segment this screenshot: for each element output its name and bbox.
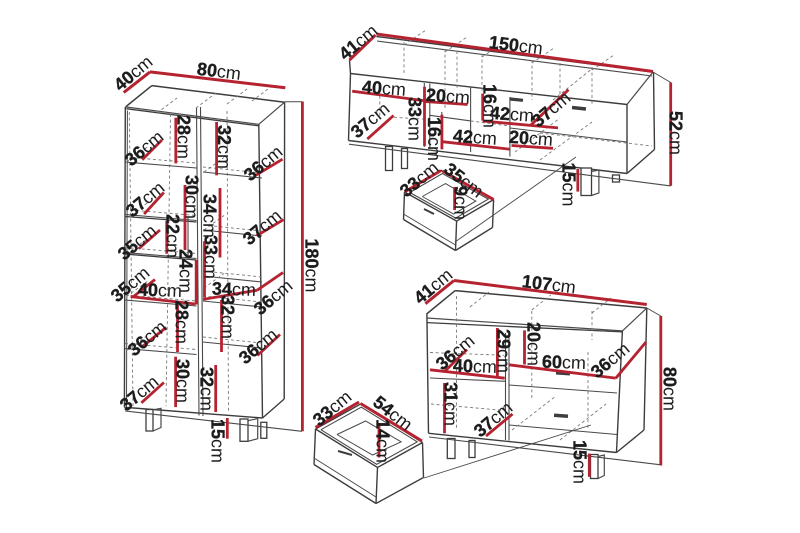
svg-text:34cm: 34cm <box>200 194 220 238</box>
svg-text:15cm: 15cm <box>570 440 590 484</box>
svg-text:40cm: 40cm <box>138 280 183 302</box>
svg-text:20cm: 20cm <box>508 127 553 150</box>
svg-text:34cm: 34cm <box>212 279 257 301</box>
svg-text:180cm: 180cm <box>302 238 322 292</box>
svg-text:32cm: 32cm <box>197 367 217 411</box>
svg-text:31cm: 31cm <box>441 382 461 426</box>
svg-text:20cm: 20cm <box>524 322 544 366</box>
svg-text:107cm: 107cm <box>521 271 577 297</box>
svg-text:80cm: 80cm <box>196 59 242 84</box>
svg-text:28cm: 28cm <box>174 115 194 159</box>
svg-text:20cm: 20cm <box>425 85 470 108</box>
svg-text:16cm: 16cm <box>424 117 444 161</box>
svg-text:24cm: 24cm <box>176 249 196 293</box>
svg-text:40cm: 40cm <box>453 356 498 378</box>
svg-text:9cm: 9cm <box>451 186 471 220</box>
svg-text:15cm: 15cm <box>559 162 579 206</box>
svg-text:80cm: 80cm <box>660 367 680 411</box>
svg-text:33cm: 33cm <box>201 235 221 279</box>
svg-text:15cm: 15cm <box>208 419 228 463</box>
svg-text:30cm: 30cm <box>182 175 202 219</box>
svg-text:32cm: 32cm <box>214 125 234 169</box>
svg-text:150cm: 150cm <box>488 32 544 58</box>
svg-text:52cm: 52cm <box>666 111 686 155</box>
svg-text:42cm: 42cm <box>489 103 534 126</box>
svg-text:22cm: 22cm <box>163 214 183 258</box>
svg-text:28cm: 28cm <box>172 300 192 344</box>
svg-text:40cm: 40cm <box>361 77 406 100</box>
svg-text:14cm: 14cm <box>373 419 393 463</box>
svg-text:30cm: 30cm <box>173 359 193 403</box>
svg-text:60cm: 60cm <box>542 352 587 374</box>
svg-text:29cm: 29cm <box>494 329 514 373</box>
svg-text:32cm: 32cm <box>218 295 238 339</box>
svg-text:16cm: 16cm <box>480 84 500 128</box>
svg-text:33cm: 33cm <box>405 97 425 141</box>
svg-text:42cm: 42cm <box>452 126 497 149</box>
